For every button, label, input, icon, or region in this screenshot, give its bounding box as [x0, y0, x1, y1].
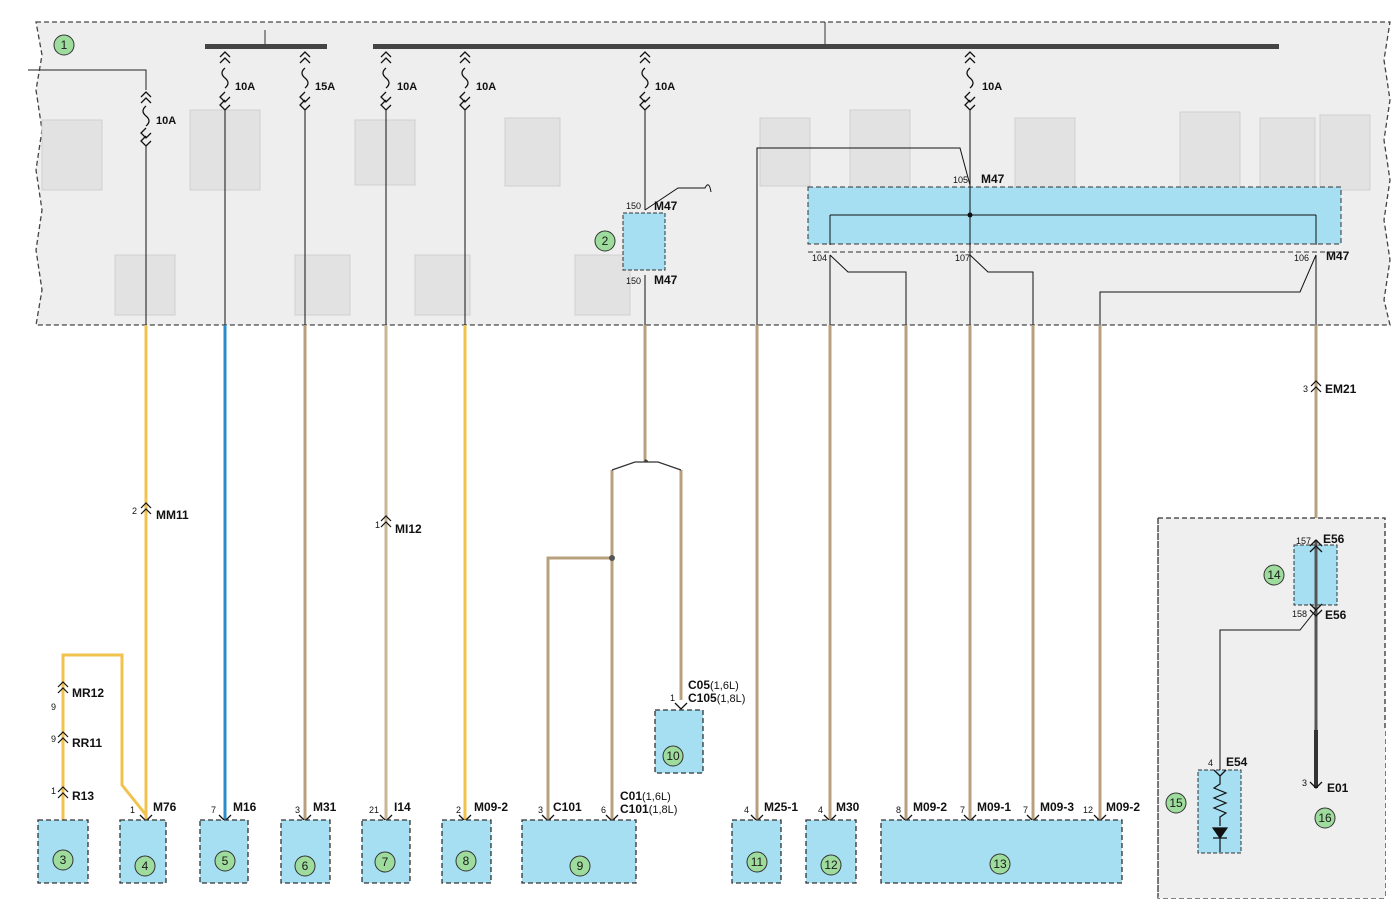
e56-bot-label: E56	[1325, 608, 1347, 622]
m47-107-pin: 107	[955, 253, 970, 263]
m09-2c-pin: 12	[1083, 805, 1093, 815]
m09-1-pin: 7	[960, 805, 965, 815]
mr12-label: MR12	[72, 686, 104, 700]
m47-105-pin: 105	[953, 175, 968, 185]
c01-label: C01(1,6L)	[620, 789, 671, 803]
busbar-right	[373, 44, 1279, 49]
m76-label: M76	[153, 800, 177, 814]
i14-label: I14	[394, 800, 411, 814]
badge-6: 6	[302, 859, 309, 873]
c05-label: C05(1,6L)	[688, 678, 739, 692]
m47-bot-label: M47	[654, 273, 678, 287]
m31-pin: 3	[295, 805, 300, 815]
badge-8: 8	[463, 854, 470, 868]
m09-2b-pin: 8	[896, 805, 901, 815]
fuse-symbols	[140, 51, 976, 147]
badge-9: 9	[577, 859, 584, 873]
badge-7: 7	[382, 855, 389, 869]
badge-13: 13	[993, 857, 1007, 871]
c105-label: C105(1,8L)	[688, 691, 745, 705]
mi12-pin: 1	[375, 520, 380, 530]
component-2-block	[622, 212, 666, 271]
m16-pin: 7	[211, 805, 216, 815]
busbar-left	[205, 44, 327, 49]
m30-label: M30	[836, 800, 860, 814]
e54-label: E54	[1226, 755, 1248, 769]
rr11-pin: 9	[51, 734, 56, 744]
m25-label: M25-1	[764, 800, 798, 814]
e01-pin: 3	[1302, 778, 1307, 788]
m30-pin: 4	[818, 805, 823, 815]
badge-4: 4	[142, 859, 149, 873]
badge-10: 10	[666, 749, 680, 763]
m09-3-pin: 7	[1023, 805, 1028, 815]
badge-16: 16	[1318, 811, 1332, 825]
diode-icon	[1211, 827, 1229, 852]
e56-top-pin: 157	[1296, 536, 1311, 546]
m47-105-label: M47	[981, 172, 1005, 186]
r13-label: R13	[72, 789, 94, 803]
fuse-stems	[145, 110, 971, 325]
badge-1: 1	[61, 38, 68, 52]
badge-11: 11	[751, 855, 764, 869]
fuse-label-6: 10A	[655, 81, 675, 93]
fuse-label-2: 10A	[235, 81, 255, 93]
fuse-label-7: 10A	[982, 81, 1002, 93]
e56-top-label: E56	[1323, 532, 1345, 546]
r13-pin: 1	[51, 786, 56, 796]
resistor-icon	[1212, 776, 1228, 826]
em21-pin: 3	[1303, 384, 1308, 394]
m76-pin: 1	[130, 805, 135, 815]
e54-pin: 4	[1208, 758, 1213, 768]
em21-label: EM21	[1325, 382, 1357, 396]
c05-pin: 1	[670, 693, 675, 703]
m09-2c-label: M09-2	[1106, 800, 1140, 814]
badge-14: 14	[1267, 568, 1281, 582]
m09-1-label: M09-1	[977, 800, 1011, 814]
m25-pin: 4	[744, 805, 749, 815]
wires	[61, 325, 1318, 820]
m47-106-label: M47	[1326, 249, 1350, 263]
fuse-label-4: 10A	[397, 81, 417, 93]
i14-pin: 21	[369, 805, 379, 815]
e01-label: E01	[1327, 781, 1349, 795]
c01-pin: 6	[601, 805, 606, 815]
m16-label: M16	[233, 800, 257, 814]
background-fuse-blocks	[41, 109, 1371, 316]
fuse-label-5: 10A	[476, 81, 496, 93]
mm11-label: MM11	[156, 508, 189, 522]
mr12-pin: 9	[51, 702, 56, 712]
m09-2b-label: M09-2	[913, 800, 947, 814]
fuse-label-3: 15A	[315, 81, 335, 93]
c101b-label: C101(1,8L)	[620, 802, 677, 816]
badge-5: 5	[222, 854, 229, 868]
m47-106-pin: 106	[1294, 253, 1309, 263]
mm11-pin: 2	[132, 506, 137, 516]
m47-104-pin: 104	[812, 253, 827, 263]
component-badges	[52, 34, 1336, 877]
m47-top-pin: 150	[626, 201, 641, 211]
c101-label: C101	[553, 800, 582, 814]
badge-15: 15	[1169, 796, 1183, 810]
c101-pin: 3	[538, 805, 543, 815]
m47-bot-pin: 150	[626, 276, 641, 286]
m31-label: M31	[313, 800, 337, 814]
m09-2a-label: M09-2	[474, 800, 508, 814]
e56-bot-pin: 158	[1292, 609, 1307, 619]
m09-3-label: M09-3	[1040, 800, 1074, 814]
badge-2: 2	[602, 234, 609, 248]
fuse-label-1: 10A	[156, 115, 176, 127]
m09-2a-pin: 2	[456, 805, 461, 815]
badge-3: 3	[60, 853, 67, 867]
rr11-label: RR11	[72, 736, 102, 750]
mi12-label: MI12	[395, 522, 422, 536]
m47-top-label: M47	[654, 199, 678, 213]
badge-12: 12	[824, 858, 838, 872]
